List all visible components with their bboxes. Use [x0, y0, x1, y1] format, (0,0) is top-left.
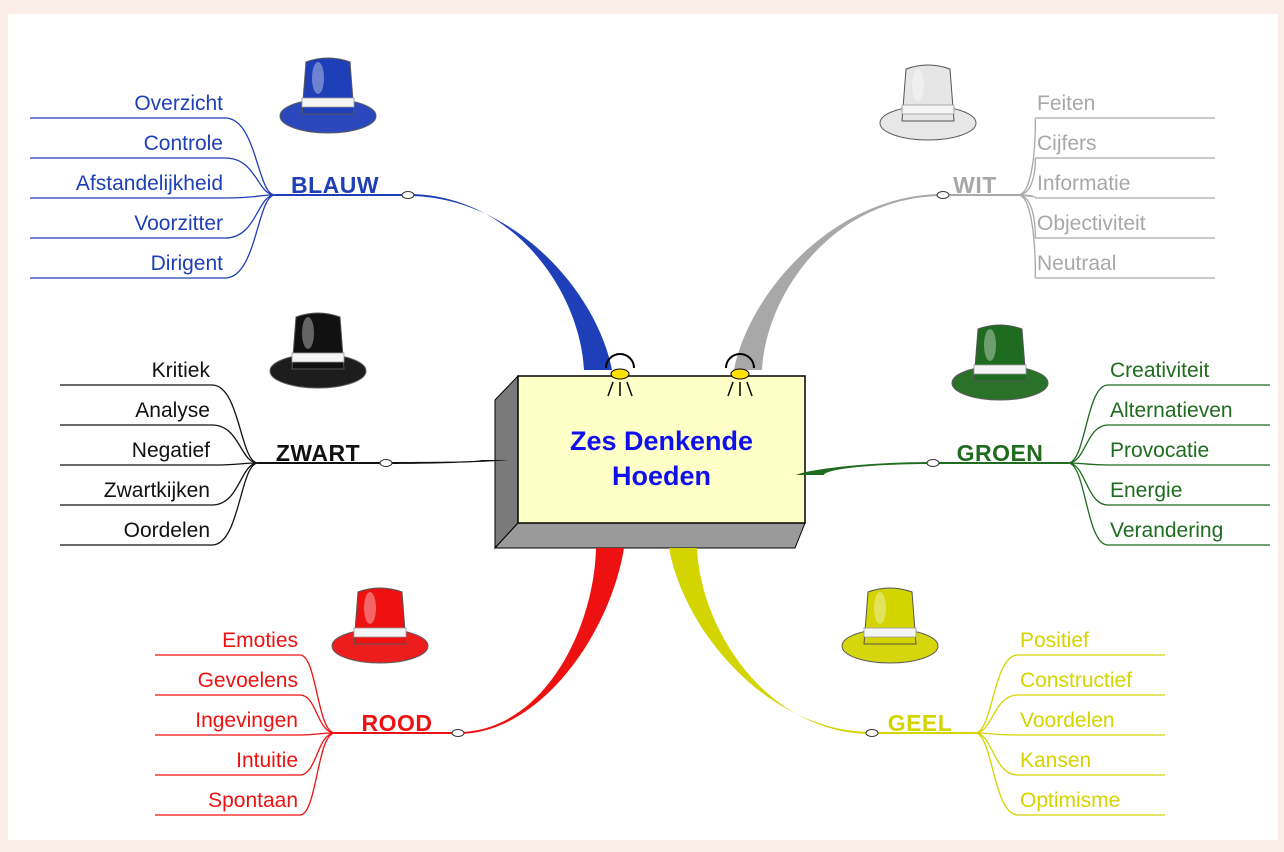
branch-node-wit [936, 191, 950, 199]
branch-connector-groen [796, 462, 933, 475]
leaf-connector [1067, 462, 1109, 546]
leaf-connector [1067, 424, 1109, 464]
leaf-groen: Creativiteit [1110, 359, 1210, 382]
branch-connector-wit [734, 194, 943, 370]
leaf-connector [1067, 462, 1109, 506]
branch-connector-geel [669, 548, 872, 734]
branch-connector-blauw [408, 194, 612, 370]
leaf-connector [974, 732, 1019, 816]
leaf-connector [1017, 194, 1036, 279]
leaf-connector [211, 462, 259, 506]
leaf-wit: Cijfers [1037, 132, 1097, 155]
leaf-rood: Spontaan [208, 789, 298, 812]
leaf-connector [224, 194, 276, 279]
blue-hat-icon [279, 57, 377, 134]
branch-title-groen: GROEN [956, 440, 1044, 466]
leaf-groen: Energie [1110, 479, 1183, 502]
branch-title-rood: ROOD [361, 710, 433, 736]
leaf-zwart: Zwartkijken [103, 479, 210, 502]
leaf-connector [224, 194, 276, 239]
leaf-connector [224, 117, 276, 196]
red-hat-icon [331, 587, 429, 664]
branch-title-geel: GEEL [887, 710, 953, 736]
leaf-connector [299, 654, 336, 734]
branch-connector-rood [458, 548, 624, 734]
branch-connector-zwart [386, 460, 509, 464]
leaf-rood: Emoties [222, 629, 298, 652]
leaf-geel: Voordelen [1020, 709, 1115, 732]
yellow-hat-icon [841, 587, 939, 664]
branch-title-blauw: BLAUW [290, 172, 380, 198]
leaf-rood: Ingevingen [195, 709, 298, 732]
leaf-rood: Intuitie [236, 749, 298, 772]
leaf-connector [299, 694, 336, 734]
leaf-blauw: Dirigent [150, 252, 223, 275]
central-topic-line2: Hoeden [611, 461, 711, 492]
branch-node-geel [865, 729, 879, 737]
leaf-zwart: Oordelen [123, 519, 210, 542]
leaf-connector [1067, 462, 1109, 466]
leaf-zwart: Kritiek [151, 359, 210, 382]
branch-node-blauw [401, 191, 415, 199]
leaf-connector [211, 462, 259, 546]
leaf-groen: Provocatie [1110, 439, 1210, 462]
leaf-wit: Objectiviteit [1037, 212, 1146, 235]
leaf-geel: Kansen [1020, 749, 1092, 772]
central-topic-line1: Zes Denkende [569, 426, 754, 456]
lamp-icon [605, 353, 635, 397]
leaf-groen: Verandering [1110, 519, 1224, 542]
leaf-blauw: Overzicht [134, 92, 223, 115]
leaf-blauw: Afstandelijkheid [75, 172, 223, 195]
leaf-blauw: Voorzitter [134, 212, 223, 235]
leaf-connector [211, 424, 259, 464]
branch-title-zwart: ZWART [275, 440, 361, 466]
white-hat-icon [879, 64, 977, 141]
leaf-wit: Neutraal [1037, 252, 1117, 275]
branch-node-zwart [379, 459, 393, 467]
central-topic [493, 374, 806, 550]
branch-node-rood [451, 729, 465, 737]
leaf-zwart: Analyse [135, 399, 210, 422]
branch-title-wit: WIT [953, 172, 997, 198]
leaf-geel: Constructief [1020, 669, 1133, 692]
leaf-connector [299, 732, 336, 816]
leaf-rood: Gevoelens [197, 669, 298, 692]
leaf-connector [299, 732, 336, 736]
leaf-wit: Feiten [1037, 92, 1096, 115]
leaf-connector [974, 732, 1019, 736]
green-hat-icon [951, 324, 1049, 401]
leaf-connector [974, 654, 1019, 734]
leaf-geel: Optimisme [1020, 789, 1121, 812]
leaf-connector [1017, 157, 1036, 196]
lamp-icon [725, 353, 755, 397]
leaf-groen: Alternatieven [1110, 399, 1233, 422]
leaf-connector [299, 732, 336, 776]
leaf-connector [224, 194, 276, 199]
black-hat-icon [269, 312, 367, 389]
leaf-blauw: Controle [143, 132, 223, 155]
leaf-zwart: Negatief [131, 439, 210, 462]
leaf-connector [974, 732, 1019, 776]
leaf-connector [1017, 117, 1036, 196]
leaf-connector [224, 157, 276, 196]
leaf-geel: Positief [1020, 629, 1089, 652]
leaf-connector [211, 462, 259, 466]
leaf-connector [974, 694, 1019, 734]
leaf-wit: Informatie [1037, 172, 1131, 195]
leaf-connector [1067, 384, 1109, 464]
leaf-connector [211, 384, 259, 464]
branch-node-groen [926, 459, 940, 467]
